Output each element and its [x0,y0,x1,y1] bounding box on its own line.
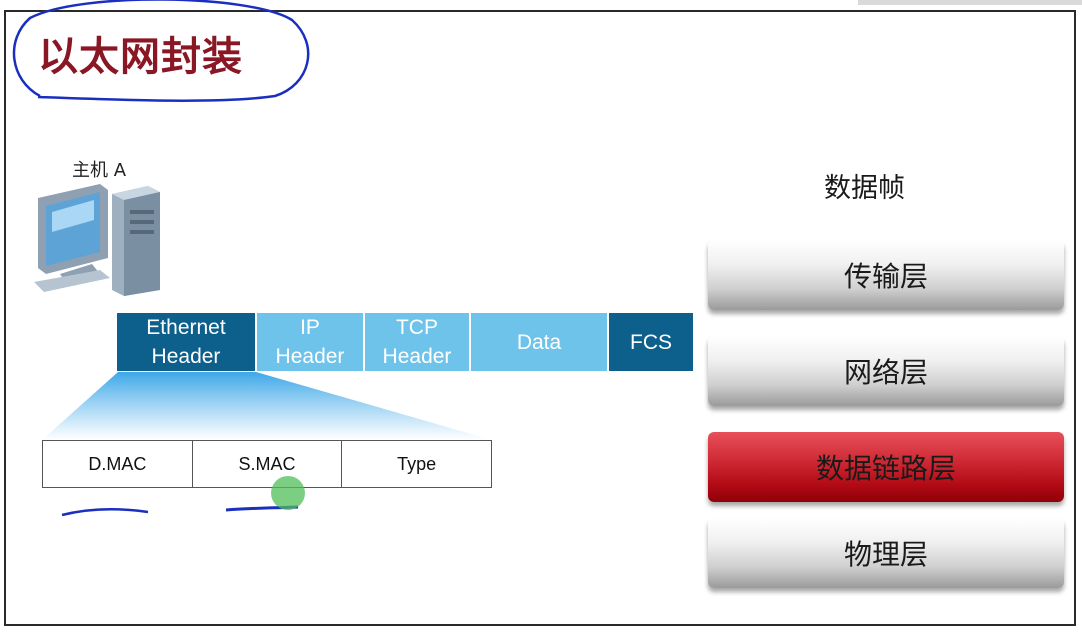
layer-network: 网络层 [708,336,1064,406]
packet-fcs: FCS [608,312,694,372]
host-label: 主机 A [72,160,127,181]
slide-frame [4,10,1076,626]
ethernet-header-fields: D.MAC S.MAC Type [42,440,492,488]
field-smac: S.MAC [193,441,343,487]
computer-icon [34,184,160,296]
layer-physical: 物理层 [708,518,1064,588]
field-dmac: D.MAC [43,441,193,487]
layer-transport: 传输层 [708,240,1064,310]
pointer-highlight [271,476,305,510]
packet-data: Data [470,312,608,372]
field-type: Type [397,453,437,474]
top-edge-bar [858,0,1082,5]
stack-title: 数据帧 [824,173,905,204]
layer-datalink: 数据链路层 [708,432,1064,502]
